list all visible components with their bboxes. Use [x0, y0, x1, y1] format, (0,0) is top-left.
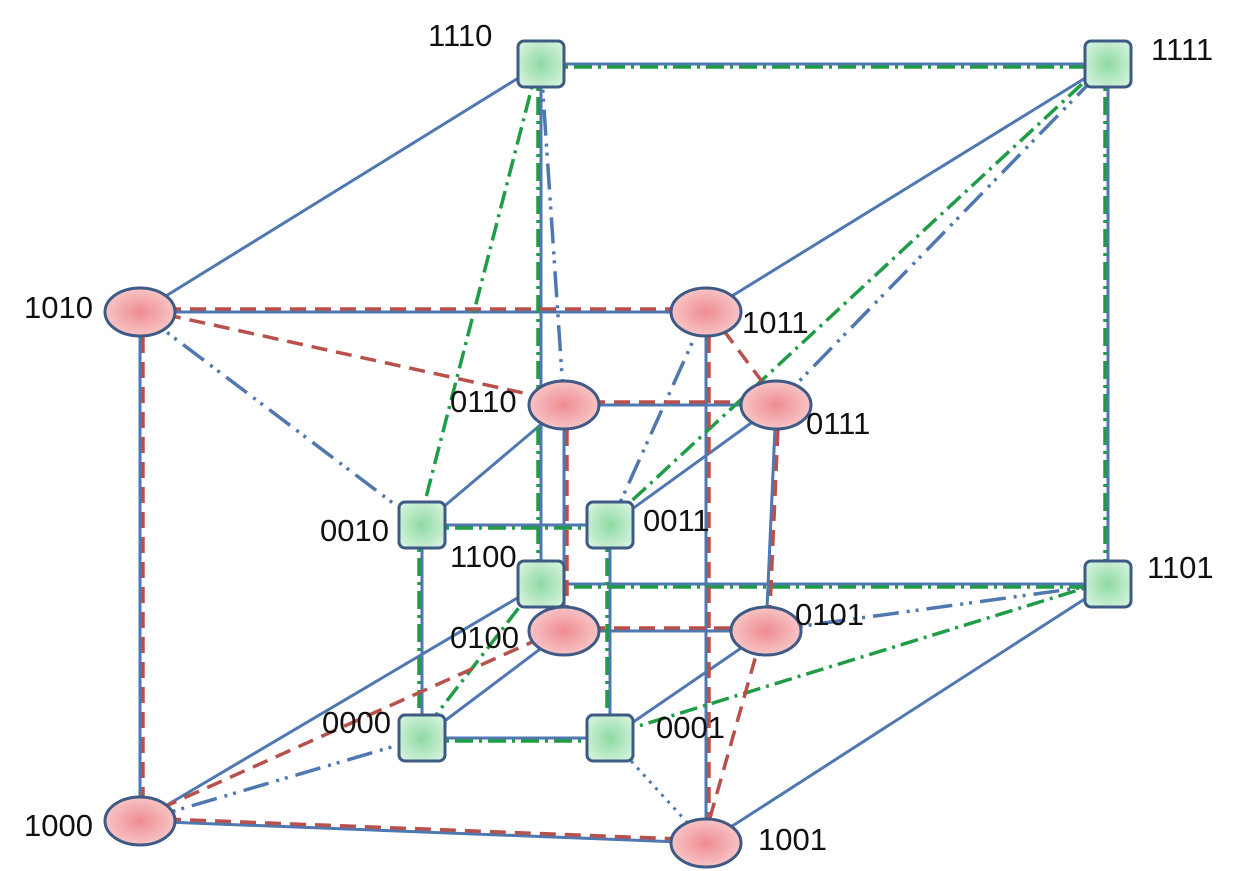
edge-1001-0101-red	[701, 629, 765, 843]
node-label-1110: 1110	[428, 18, 492, 53]
node-0001	[585, 713, 635, 763]
node-1101	[1083, 559, 1133, 609]
node-label-0111: 0111	[806, 406, 870, 441]
edge-1000-1001-red	[140, 816, 707, 842]
node-label-1111: 1111	[1151, 32, 1213, 67]
node-label-0101: 0101	[795, 597, 864, 632]
node-0111	[739, 379, 813, 431]
node-label-0011: 0011	[643, 503, 710, 538]
edge-0101-1101-blue-dashdot	[765, 582, 1109, 633]
edge-1101-0001-green	[608, 579, 1108, 737]
node-0101	[729, 605, 803, 657]
edge-1000-1100-solid	[139, 582, 542, 823]
node-0010	[397, 500, 447, 550]
node-label-0010: 0010	[320, 513, 389, 548]
edge-1011-1111-solid	[705, 62, 1109, 314]
edge-1000-0000-blue-dashdot	[139, 736, 423, 823]
node-label-0100: 0100	[450, 620, 519, 655]
node-label-0000: 0000	[322, 705, 391, 740]
node-0110	[527, 379, 601, 431]
edge-0111-0101-solid	[764, 404, 778, 632]
node-1011	[669, 286, 743, 338]
node-label-1000: 1000	[24, 808, 93, 843]
node-0000	[397, 713, 447, 763]
node-0100	[527, 605, 601, 657]
node-1100	[516, 559, 566, 609]
edge-1010-0010-blue-dashdot	[138, 310, 424, 527]
node-1000	[103, 795, 177, 847]
edge-0011-0111-solid	[609, 403, 777, 527]
node-label-1011: 1011	[742, 305, 809, 340]
labels-layer: 1110 1111 1010 1011 0110 0111 0010 0011 1100 1101…	[24, 18, 1214, 857]
node-1111	[1083, 39, 1133, 89]
nodes-layer	[103, 39, 1133, 869]
edge-1111-0011-green	[606, 60, 1108, 525]
node-label-1010: 1010	[24, 290, 93, 325]
edge-0110-1110-blue-dashdot	[539, 63, 566, 406]
edge-1001-1101-solid	[705, 582, 1109, 845]
edge-1011-0011-blue-dashdot	[608, 311, 708, 526]
node-label-0110: 0110	[450, 384, 517, 419]
node-1010	[103, 286, 177, 338]
node-1001	[669, 817, 743, 869]
edge-1000-1001-solid	[139, 819, 707, 845]
node-label-1001: 1001	[758, 822, 827, 857]
edge-1011-0111-red	[706, 309, 780, 405]
node-label-1100: 1100	[450, 539, 517, 574]
edge-1110-0010-green	[417, 62, 540, 525]
node-label-0001: 0001	[656, 710, 725, 745]
edge-1010-0110-red	[140, 307, 566, 404]
edge-1010-1110-solid	[139, 62, 542, 314]
node-1110	[516, 39, 566, 89]
edge-0111-1111-blue-dashdot	[774, 62, 1110, 407]
node-label-1101: 1101	[1147, 550, 1214, 585]
edge-1000-0100-red	[138, 626, 564, 820]
edge-0111-0101-red	[767, 405, 781, 632]
node-0011	[585, 500, 635, 550]
